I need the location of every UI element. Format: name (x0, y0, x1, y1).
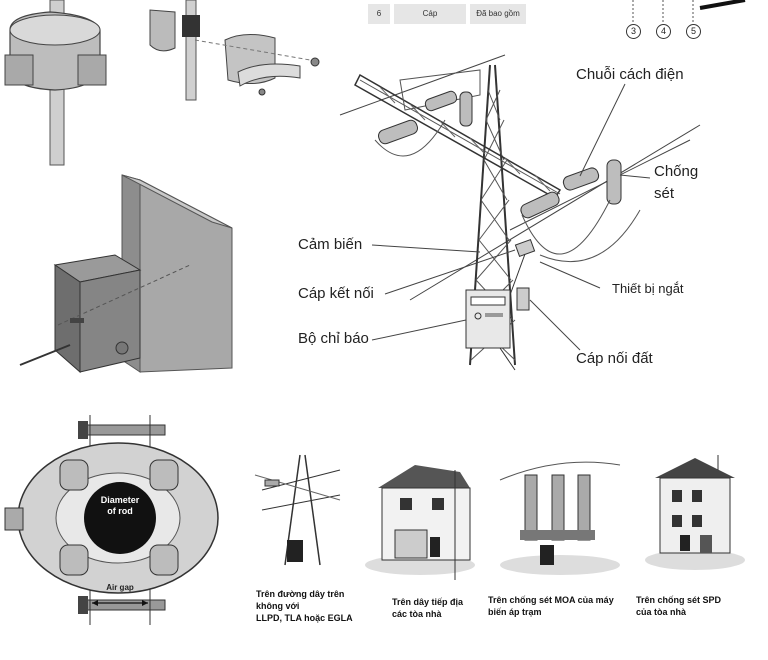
part-number-5: 5 (686, 24, 701, 39)
parts-table-row: 6 Cáp Đã bao gồm (368, 4, 526, 24)
callout-disconnector: Thiết bị ngắt (612, 281, 684, 296)
app-substation-icon (499, 461, 621, 575)
part-number-4: 4 (656, 24, 671, 39)
callout-surge-arrester-line1: Chống (654, 163, 699, 180)
caption-line: biến áp trạm (488, 607, 542, 617)
callout-surge-arrester-line2: sét (654, 185, 675, 202)
rod-diameter-label-line2: of rod (107, 506, 133, 516)
rod-diameter-label-line1: Diameter (100, 495, 140, 505)
part-number-3: 3 (626, 24, 641, 39)
rod-clamp-cross-section (4, 415, 219, 625)
callout-connecting-cable: Cáp kết nối (298, 285, 374, 302)
callout-insulator-string: Chuỗi cách điện (576, 66, 684, 83)
app-building-icon (645, 455, 745, 570)
table-row-note: Đã bao gồm (470, 4, 526, 24)
caption-line: Trên chống sét SPD (636, 595, 722, 605)
caption-line: các tòa nhà (392, 609, 442, 619)
application-caption-building-ground: Trên dây tiếp địa các tòa nhà (392, 596, 492, 620)
table-row-number: 6 (368, 4, 390, 24)
indicator-wall-mount-drawing (19, 174, 233, 374)
caption-line: không với (256, 601, 300, 611)
application-caption-overhead-line: Trên đường dây trên không với LLPD, TLA … (256, 588, 376, 624)
caption-line: của tòa nhà (636, 607, 687, 617)
table-row-item: Cáp (394, 4, 466, 24)
air-gap-label: Air gap (106, 583, 134, 592)
caption-line: Trên đường dây trên (256, 589, 345, 599)
transmission-tower-diagram (339, 54, 701, 371)
caption-line: LLPD, TLA hoặc EGLA (256, 613, 353, 623)
callout-sensor: Cảm biến (298, 236, 363, 253)
application-caption-substation-moa: Trên chống sét MOA của máy biến áp trạm (488, 594, 628, 618)
rod-diameter-label: Diameter of rod (90, 495, 150, 517)
application-caption-building-spd: Trên chống sét SPD của tòa nhà (636, 594, 756, 618)
caption-line: Trên chống sét MOA của máy (488, 595, 614, 605)
callout-indicator: Bộ chỉ báo (298, 330, 369, 347)
part-number-leaders (632, 0, 746, 22)
caption-line: Trên dây tiếp địa (392, 597, 464, 607)
callout-ground-cable: Cáp nối đất (576, 350, 653, 367)
clamp-assembly-drawing (4, 0, 320, 166)
app-tower-icon (254, 454, 341, 566)
app-house-icon (365, 465, 475, 580)
